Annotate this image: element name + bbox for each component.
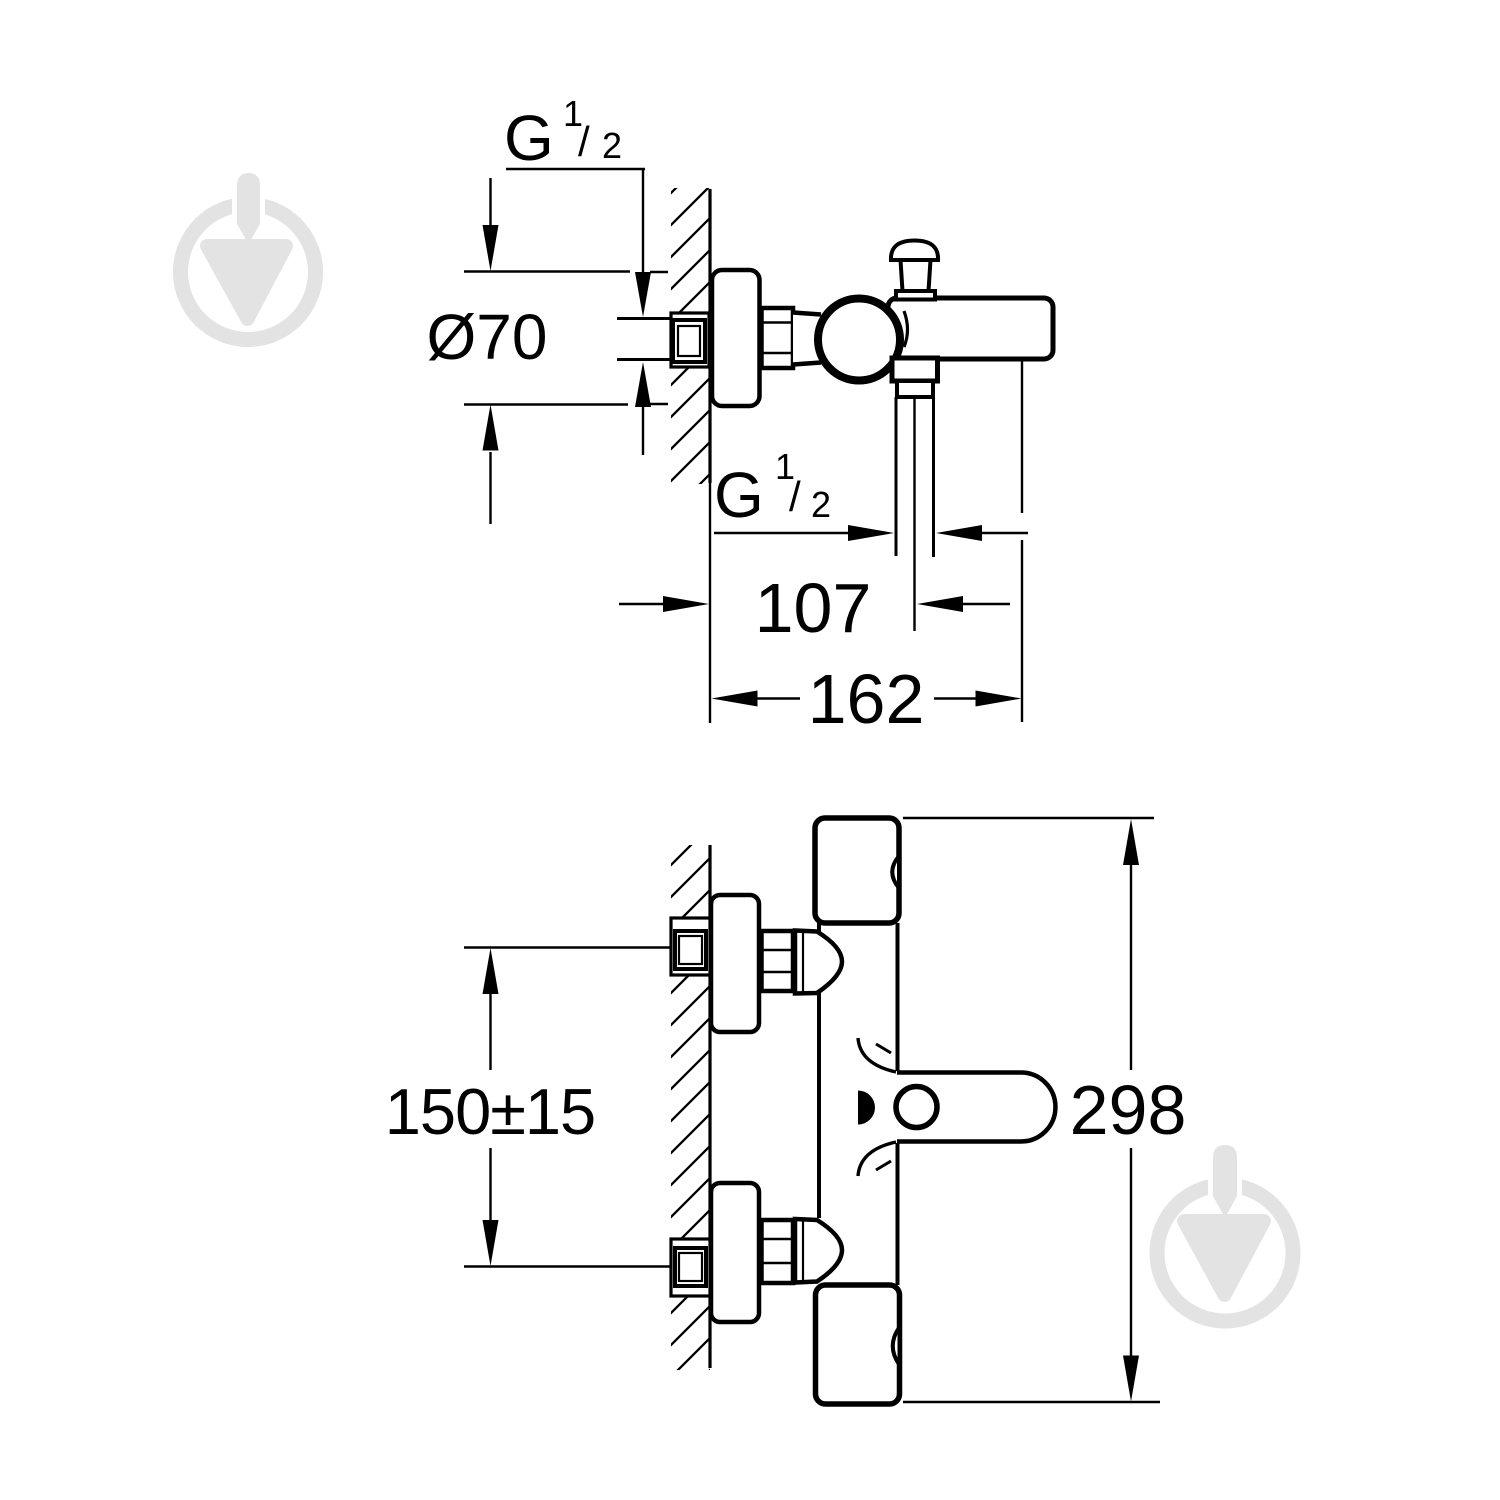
inlet-thread-denominator: 2 bbox=[602, 125, 622, 166]
safety-button-notch-bottom bbox=[890, 1320, 902, 1372]
union-nut-bottom bbox=[759, 1216, 845, 1286]
escutcheon-plan bbox=[709, 267, 762, 409]
overall-height-label: 298 bbox=[1070, 1071, 1187, 1149]
store-watermark-icon-top-left bbox=[173, 167, 323, 347]
spout-knob bbox=[893, 1083, 940, 1131]
dimension-wall-to-spout-end: 162 bbox=[711, 660, 1022, 738]
spout-aerator-mark bbox=[858, 1090, 875, 1125]
bath-spout bbox=[856, 1037, 1058, 1177]
thermostat-cap bbox=[812, 815, 902, 926]
escutcheon-top bbox=[708, 892, 762, 1035]
connector-plan bbox=[792, 310, 822, 367]
wall-to-shower-outlet-label: 107 bbox=[755, 569, 872, 647]
dimension-inlet-thread: G 1 / 2 bbox=[504, 93, 668, 455]
union-square-top bbox=[669, 916, 712, 977]
wall-hatch-plan bbox=[671, 188, 712, 723]
ball-joint-plan bbox=[814, 294, 904, 385]
escutcheon-bottom bbox=[708, 1180, 762, 1325]
safety-button-notch-top bbox=[890, 850, 901, 894]
escutcheon-diameter-label: Ø70 bbox=[427, 301, 548, 373]
mixer-body-elevation bbox=[812, 815, 903, 1407]
outlet-thread-base: G bbox=[714, 459, 764, 531]
elevation-view: 150±15 298 bbox=[385, 815, 1187, 1407]
flow-handle-cap bbox=[812, 1282, 903, 1407]
inlet-pipe-plan bbox=[617, 311, 711, 369]
plan-view: G 1 / 2 Ø70 G 1 / 2 107 bbox=[427, 93, 1056, 738]
inlet-spacing-label: 150±15 bbox=[385, 1075, 595, 1148]
diverter-knob-plan bbox=[888, 238, 941, 302]
outlet-thread-denominator: 2 bbox=[811, 484, 831, 525]
store-watermark-icon-bottom-right bbox=[1149, 1139, 1301, 1329]
ball-body-arc bbox=[902, 310, 910, 348]
inlet-thread-slash: / bbox=[578, 118, 590, 165]
dimension-inlet-spacing: 150±15 bbox=[385, 948, 596, 1266]
shower-outlet-plan bbox=[889, 355, 940, 631]
dimension-wall-to-shower-outlet: 107 bbox=[619, 569, 1010, 647]
union-nut-top bbox=[759, 928, 845, 996]
inlet-thread-numerator: 1 bbox=[563, 93, 583, 134]
union-square-bottom bbox=[669, 1237, 712, 1298]
outlet-thread-slash: / bbox=[789, 473, 801, 520]
wall-to-spout-end-label: 162 bbox=[808, 660, 925, 738]
dimension-outlet-thread: G 1 / 2 bbox=[714, 446, 1028, 541]
inlet-thread-base: G bbox=[504, 102, 554, 174]
inlet-center-lines bbox=[464, 946, 677, 1268]
mixer-body-plan bbox=[885, 295, 1056, 362]
dimension-escutcheon-diameter: Ø70 bbox=[427, 178, 630, 524]
outlet-thread-numerator: 1 bbox=[775, 446, 795, 487]
union-nut-plan bbox=[759, 305, 796, 371]
dimension-overall-height: 298 bbox=[903, 816, 1187, 1404]
